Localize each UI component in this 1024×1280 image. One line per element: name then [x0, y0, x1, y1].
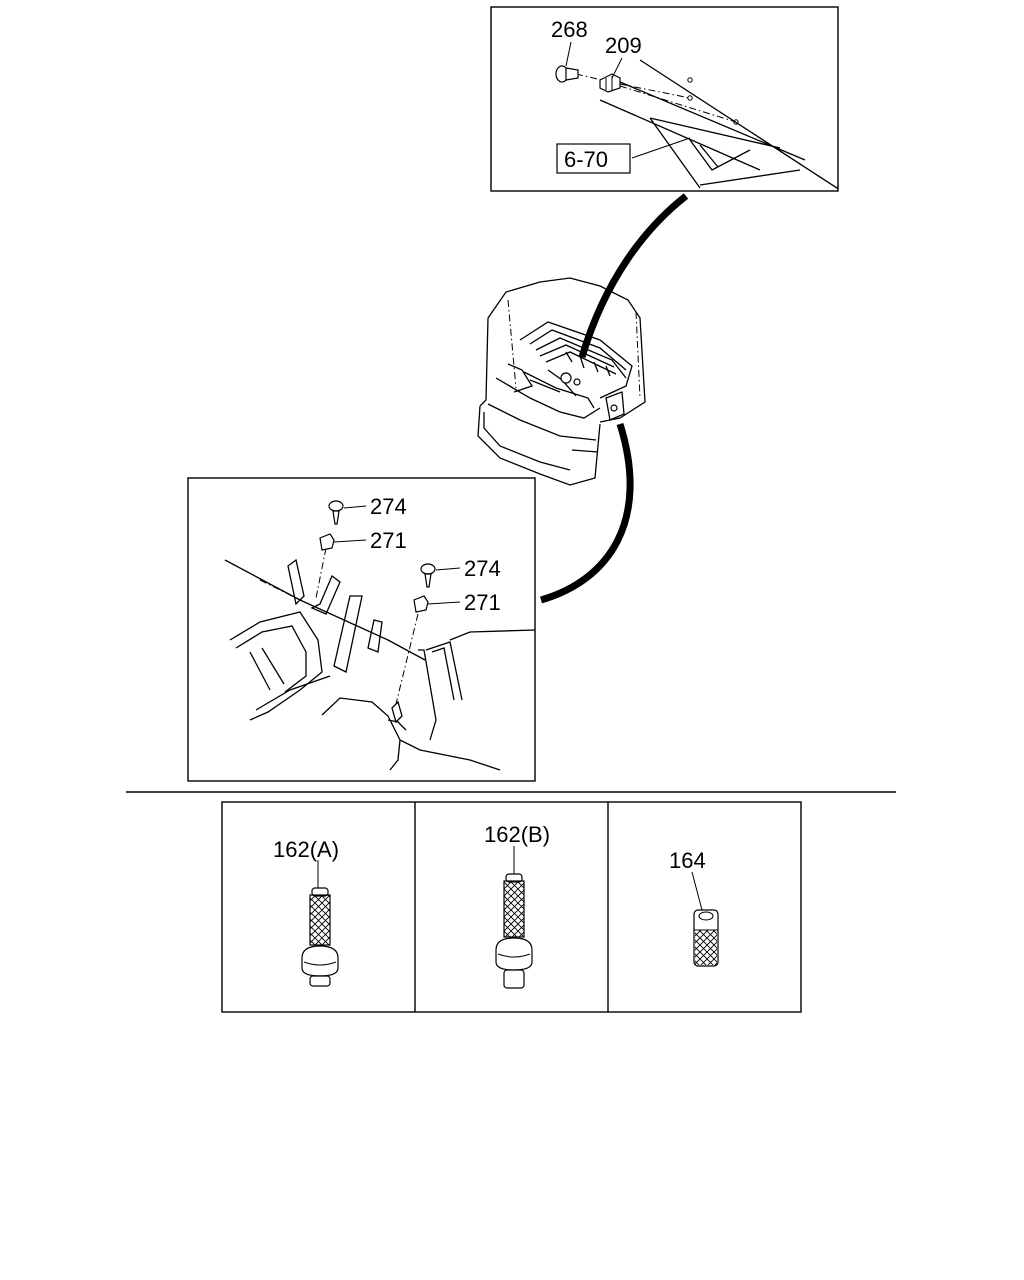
callout-271-lower: 271: [464, 590, 501, 615]
leader-271-lower: [427, 601, 461, 605]
connector-top: [578, 193, 689, 359]
nut-164-icon: [693, 909, 719, 967]
nut-271-upper-icon: [319, 533, 335, 551]
callout-ref-box: [556, 143, 631, 174]
middle-detail-frame: [187, 477, 536, 782]
part-cell-162b: 162(B): [484, 822, 550, 989]
parts-table: 162(A) 162(B) 164: [221, 801, 802, 1013]
roof-rail-drawing: [575, 59, 838, 190]
part-cell-164: 164: [669, 848, 719, 967]
leader-ref: [631, 137, 691, 159]
leader-274-upper: [343, 505, 367, 509]
clip-268-icon: [555, 65, 579, 83]
callout-271-upper: 271: [370, 528, 407, 553]
leader-271-upper: [333, 539, 367, 543]
cab-overview: [477, 277, 646, 486]
top-detail-panel: 268 209 6-70: [490, 6, 839, 192]
part-cell-162a: 162(A): [273, 837, 339, 987]
top-detail-frame: [490, 6, 839, 192]
callout-162b: 162(B): [484, 822, 550, 847]
callout-268: 268: [551, 17, 588, 42]
cab-side-drawing: [224, 547, 535, 771]
nut-271-lower-icon: [413, 595, 429, 613]
leader-268: [565, 41, 572, 67]
callout-209: 209: [605, 33, 642, 58]
leader-164: [691, 871, 703, 911]
leader-209: [611, 57, 623, 79]
screw-274-upper-icon: [328, 500, 344, 525]
stud-162a-icon: [301, 887, 339, 987]
callout-274-lower: 274: [464, 556, 501, 581]
connector-middle: [540, 422, 634, 604]
stud-162b-icon: [495, 873, 533, 989]
retainer-209-icon: [599, 73, 621, 93]
middle-detail-panel: 274 271 274 271: [187, 477, 536, 782]
cab-outline: [487, 277, 646, 423]
leader-274-lower: [435, 567, 461, 571]
callout-274-upper: 274: [370, 494, 407, 519]
callout-162a: 162(A): [273, 837, 339, 862]
callout-164: 164: [669, 848, 706, 873]
callout-ref-6-70: 6-70: [564, 147, 608, 172]
screw-274-lower-icon: [420, 563, 436, 588]
